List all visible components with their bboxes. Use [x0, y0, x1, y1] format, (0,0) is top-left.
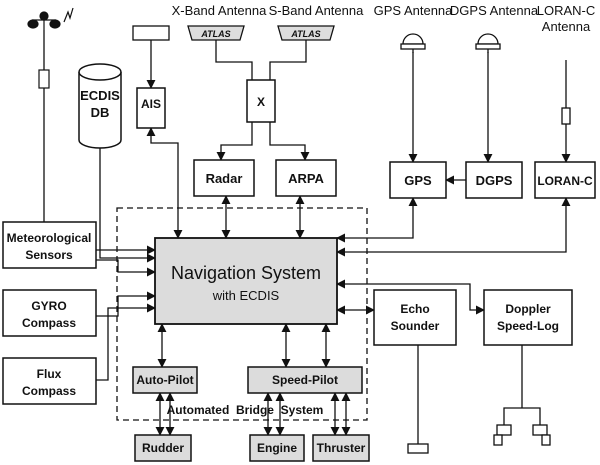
connectors [43, 30, 571, 444]
flux-label-1: Flux [37, 367, 62, 381]
gps-box [389, 161, 447, 199]
radar-label: Radar [206, 171, 243, 186]
meteorological-label-1: Meteorological [7, 231, 92, 245]
loran-antenna-label-2: Antenna [542, 19, 591, 34]
connector [269, 122, 310, 161]
dgps-label: DGPS [476, 173, 513, 188]
doppler-label-2: Speed-Log [497, 319, 559, 333]
gps-antenna-icon [400, 33, 426, 53]
ecdis-db-cylinder-icon [78, 63, 122, 149]
arpa-label: ARPA [288, 171, 324, 186]
loran-antenna-label-1: LORAN-C [537, 3, 596, 18]
meteorological-label-2: Sensors [25, 248, 73, 262]
doppler-speed-log-box [483, 289, 573, 346]
rudder-box [134, 434, 192, 462]
doppler-label-1: Doppler [505, 302, 551, 316]
connector [503, 407, 541, 425]
speed-pilot-box [247, 366, 363, 394]
ecdis-db-label-2: DB [91, 105, 110, 120]
rudder-label: Rudder [142, 441, 184, 455]
engine-label: Engine [257, 441, 297, 455]
dgps-antenna-label: DGPS Antenna [450, 3, 539, 18]
gps-antenna-label: GPS Antenna [374, 3, 454, 18]
connector [336, 197, 418, 243]
automated-bridge-system-label: Automated Bridge System [167, 403, 324, 417]
s-band-atlas-label: ATLAS [290, 29, 320, 39]
connector [269, 40, 307, 80]
gps-label: GPS [404, 173, 432, 188]
speed-pilot-label: Speed-Pilot [272, 373, 338, 387]
connector [96, 291, 156, 317]
meteorological-mast-icon [27, 7, 74, 89]
gyro-label-2: Compass [22, 316, 76, 330]
auto-pilot-box [132, 366, 198, 394]
doppler-transducer-icon [493, 424, 551, 446]
echo-sounder-box [373, 289, 457, 346]
connector [215, 40, 253, 80]
ecdis-db-label-1: ECDIS [80, 88, 120, 103]
arpa-box [275, 159, 337, 197]
ais-antenna-icon [132, 25, 170, 41]
echo-transducer-icon [407, 443, 429, 454]
x-band-atlas-antenna-icon [187, 25, 245, 41]
echo-sounder-label-1: Echo [400, 302, 429, 316]
dgps-antenna-icon [475, 33, 501, 53]
connector [336, 279, 485, 315]
switch-label: X [257, 95, 265, 109]
navigation-system-label: Navigation System [171, 263, 321, 283]
s-band-antenna-label: S-Band Antenna [269, 3, 364, 18]
meteorological-sensors-box [2, 221, 97, 269]
gyro-label-1: GYRO [31, 299, 66, 313]
s-band-atlas-antenna-icon [277, 25, 335, 41]
thruster-label: Thruster [317, 441, 366, 455]
navigation-system-sublabel: with ECDIS [212, 288, 280, 303]
ais-label: AIS [141, 97, 161, 111]
connector [146, 127, 183, 239]
x-band-antenna-label: X-Band Antenna [172, 3, 267, 18]
radar-box [193, 159, 255, 197]
connector [96, 303, 156, 381]
gyro-compass-box [2, 289, 97, 337]
loran-label: LORAN-C [537, 174, 593, 188]
thruster-box [312, 434, 370, 462]
x-band-atlas-label: ATLAS [200, 29, 230, 39]
connector [99, 148, 156, 263]
auto-pilot-label: Auto-Pilot [136, 373, 193, 387]
flux-compass-box [2, 357, 97, 405]
connector [96, 259, 156, 277]
switch-box [246, 79, 276, 123]
connector [336, 197, 571, 257]
navigation-system-box [154, 237, 338, 325]
ais-box [136, 87, 166, 129]
echo-sounder-label-2: Sounder [391, 319, 440, 333]
loran-antenna-icon [561, 107, 571, 125]
dgps-box [465, 161, 523, 199]
engine-box [249, 434, 305, 462]
flux-label-2: Compass [22, 384, 76, 398]
connector [216, 122, 253, 161]
loran-box [534, 161, 596, 199]
